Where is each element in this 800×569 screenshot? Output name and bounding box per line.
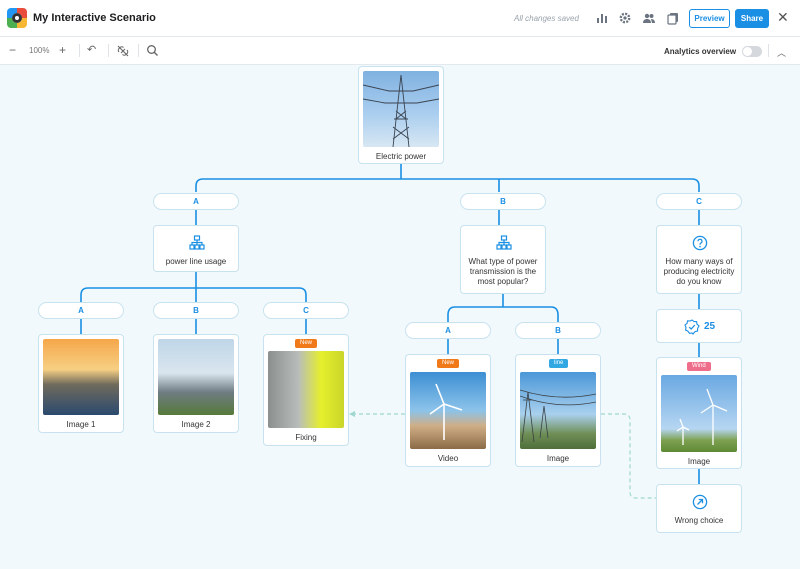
media-node-wind-image[interactable]: Wind Image [656, 357, 742, 469]
node-label: Image [687, 457, 711, 466]
chevron-up-icon[interactable]: ︿ [777, 48, 787, 58]
root-node[interactable]: Electric power [358, 66, 444, 164]
power-plant-solar-image [43, 339, 119, 415]
gear-icon[interactable] [618, 11, 632, 25]
new-badge: New [437, 359, 460, 368]
sitemap-icon [496, 235, 512, 250]
preview-button[interactable]: Preview [689, 9, 730, 28]
score-node[interactable]: 25 [656, 309, 742, 343]
canvas-toolbar: − 100% + ↶ Analytics overview ︿ [0, 37, 800, 65]
end-node-wrong-choice[interactable]: Wrong choice [656, 484, 742, 533]
choice-pill-b[interactable]: B [515, 322, 601, 339]
link-off-icon[interactable] [116, 44, 130, 58]
users-icon[interactable] [642, 11, 656, 25]
arrow-up-right-circle-icon [692, 494, 708, 510]
choice-pill-a[interactable]: A [38, 302, 124, 319]
media-node-image-1[interactable]: Image 1 [38, 334, 124, 433]
analytics-overview-label: Analytics overview [664, 47, 737, 56]
search-icon[interactable] [146, 44, 159, 57]
line-badge: line [549, 359, 569, 368]
node-label: How many ways of producing electricity d… [663, 257, 735, 286]
node-label: Image 1 [66, 420, 96, 429]
substation-image [158, 339, 234, 415]
choice-pill-c[interactable]: C [263, 302, 349, 319]
scenario-title[interactable]: My Interactive Scenario [33, 12, 156, 24]
media-node-image[interactable]: line Image [515, 354, 601, 467]
node-label: power line usage [165, 257, 227, 266]
worker-tablet-image [268, 351, 344, 428]
pages-icon[interactable] [666, 11, 680, 25]
node-label: Wrong choice [674, 516, 724, 525]
close-icon[interactable]: ✕ [777, 9, 789, 25]
zoom-in-icon[interactable]: + [59, 43, 67, 57]
top-bar: My Interactive Scenario All changes save… [0, 0, 800, 37]
node-label: What type of power transmission is the m… [468, 257, 538, 286]
score-value: 25 [704, 321, 716, 332]
choice-pill-b[interactable]: B [153, 302, 239, 319]
node-label: Video [437, 454, 459, 463]
save-status: All changes saved [514, 14, 579, 23]
node-label: Electric power [375, 152, 427, 161]
sitemap-icon [189, 235, 205, 250]
toolbar-divider [79, 44, 80, 57]
app-logo [7, 8, 27, 28]
choice-pill-c[interactable]: C [656, 193, 742, 210]
question-node-power-line-usage[interactable]: power line usage [153, 225, 239, 272]
toolbar-divider [108, 44, 109, 57]
choice-pill-a[interactable]: A [405, 322, 491, 339]
share-button[interactable]: Share [735, 9, 769, 28]
node-label: Image 2 [181, 420, 211, 429]
media-node-fixing[interactable]: New Fixing [263, 334, 349, 446]
undo-icon[interactable]: ↶ [87, 44, 97, 56]
node-label: Fixing [295, 433, 317, 442]
new-badge: New [295, 339, 318, 348]
wind-farm-image [661, 375, 737, 452]
media-node-video[interactable]: New Video [405, 354, 491, 467]
node-label: Image [546, 454, 570, 463]
question-node-transmission-type[interactable]: What type of power transmission is the m… [460, 225, 546, 294]
question-node-ways-of-producing[interactable]: How many ways of producing electricity d… [656, 225, 742, 294]
badge-check-icon [684, 319, 700, 335]
analytics-toggle[interactable] [742, 46, 762, 57]
toolbar-divider [138, 44, 139, 57]
wind-badge: Wind [687, 362, 711, 371]
question-icon [692, 235, 708, 251]
media-node-image-2[interactable]: Image 2 [153, 334, 239, 433]
zoom-level: 100% [29, 46, 50, 55]
power-tower-image [362, 71, 440, 148]
choice-pill-b[interactable]: B [460, 193, 546, 210]
zoom-out-icon[interactable]: − [9, 43, 17, 57]
choice-pill-a[interactable]: A [153, 193, 239, 210]
toolbar-divider [768, 44, 769, 57]
wind-turbine-image [410, 372, 486, 449]
bar-chart-icon[interactable] [595, 11, 609, 25]
power-lines-image [519, 372, 597, 449]
